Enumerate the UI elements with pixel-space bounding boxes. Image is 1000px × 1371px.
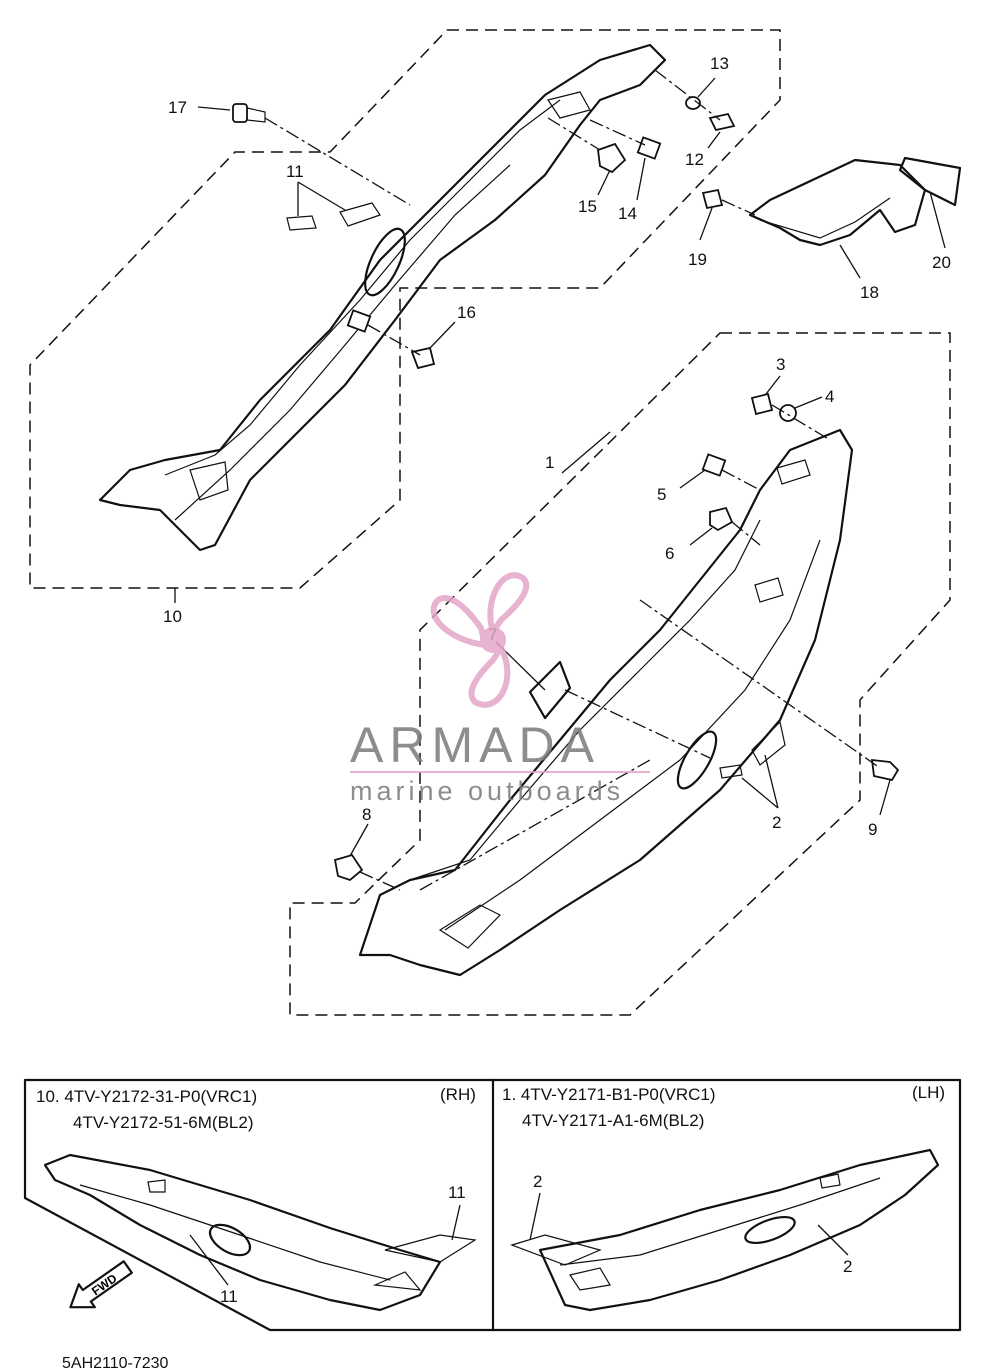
callout-14: 14 <box>618 204 637 223</box>
inset-panel: 10. 4TV-Y2172-31-P0(VRC1) 4TV-Y2172-51-6… <box>23 1078 962 1332</box>
callout-18: 18 <box>860 283 879 302</box>
leader-5 <box>721 469 761 491</box>
lh-leader-2-a <box>529 1192 541 1241</box>
lh-cover-sketch <box>510 1148 940 1312</box>
callout-5: 5 <box>657 485 666 504</box>
lh-label-2-a: 2 <box>533 1172 542 1191</box>
callout-9: 9 <box>868 820 877 839</box>
leader-19b <box>699 207 713 241</box>
leader-3b <box>765 375 781 395</box>
bolt-17 <box>232 103 266 123</box>
rh-leader-11-a <box>451 1204 461 1241</box>
leader-12 <box>654 69 721 121</box>
side-cover-left-1 <box>358 428 854 977</box>
assembly-boundary-10 <box>29 29 781 589</box>
nut-14 <box>636 136 662 160</box>
leader-17 <box>264 117 411 206</box>
label-11-upper <box>286 181 381 231</box>
rh-leader-11-b <box>189 1234 229 1286</box>
callout-13: 13 <box>710 54 729 73</box>
callout-2: 2 <box>772 813 781 832</box>
leader-12b <box>707 131 721 149</box>
leader-15b <box>597 169 611 196</box>
leader-5b <box>679 469 706 489</box>
leader-16 <box>367 324 421 356</box>
callout-1: 1 <box>545 453 554 472</box>
mount-line <box>564 689 711 759</box>
leader-19 <box>721 199 756 216</box>
lh-side-label: (LH) <box>912 1083 945 1102</box>
rh-label-11-b: 11 <box>220 1287 238 1306</box>
leader-9b <box>879 779 891 816</box>
leader-3 <box>771 404 831 441</box>
tail-cover-18 <box>748 158 927 247</box>
leader-13b <box>697 77 716 98</box>
watermark: ARMADA marine outboards <box>350 572 650 806</box>
bolt-3 <box>750 392 774 416</box>
callout-15: 15 <box>578 197 597 216</box>
rh-part-line1: 10. 4TV-Y2172-31-P0(VRC1) <box>36 1087 257 1106</box>
propeller-icon <box>430 572 530 708</box>
grommet-6 <box>709 506 734 532</box>
screw-12 <box>708 112 736 132</box>
rh-label-11-a: 11 <box>448 1183 466 1202</box>
leader-17b <box>197 106 231 111</box>
screw-19 <box>701 188 724 210</box>
callout-16: 16 <box>457 303 476 322</box>
mount-line-2 <box>419 759 651 891</box>
lh-part-line1: 1. 4TV-Y2171-B1-P0(VRC1) <box>502 1085 716 1104</box>
callout-19: 19 <box>688 250 707 269</box>
leader-14b <box>636 157 646 201</box>
lh-part-line2: 4TV-Y2171-A1-6M(BL2) <box>522 1111 704 1130</box>
leader-16b <box>429 321 456 349</box>
decal-20 <box>898 156 962 207</box>
callout-20: 20 <box>932 253 951 272</box>
rh-side-label: (RH) <box>440 1085 476 1104</box>
leader-18 <box>839 244 861 279</box>
nut-16 <box>346 309 436 370</box>
rh-cover-sketch <box>43 1153 477 1312</box>
leader-8 <box>359 871 401 891</box>
leader-4b <box>794 396 823 409</box>
washer-13 <box>685 96 701 110</box>
screw-9 <box>870 758 900 782</box>
nut-5 <box>701 453 727 477</box>
leader-1 <box>561 431 611 474</box>
callout-6: 6 <box>665 544 674 563</box>
leader-8b <box>349 823 369 857</box>
callout-3: 3 <box>776 355 785 374</box>
callout-11-upper: 11 <box>286 162 304 181</box>
lh-label-2-b: 2 <box>843 1257 852 1276</box>
leader-20 <box>929 191 946 249</box>
leader-6b <box>689 527 713 546</box>
grommet-8 <box>333 853 364 882</box>
callout-17: 17 <box>168 98 187 117</box>
diagram-code: 5AH2110-7230 <box>62 1355 169 1371</box>
callout-12: 12 <box>685 150 704 169</box>
side-cover-right-10 <box>98 43 667 552</box>
washer-4 <box>779 404 797 422</box>
leader-15 <box>547 117 601 151</box>
assembly-boundary-1 <box>289 332 951 1016</box>
callout-4: 4 <box>825 387 834 406</box>
leader-14 <box>589 119 646 146</box>
fwd-label: FWD <box>89 1271 120 1298</box>
label-2 <box>719 720 786 809</box>
watermark-brand: ARMADA <box>350 717 600 773</box>
rh-part-line2: 4TV-Y2172-51-6M(BL2) <box>73 1113 253 1132</box>
fwd-arrow-icon: FWD <box>69 1260 133 1309</box>
callout-10: 10 <box>163 607 182 626</box>
leader-6 <box>731 521 761 546</box>
watermark-tagline: marine outboards <box>350 776 624 806</box>
grommet-15 <box>597 142 627 174</box>
callout-labels: 17 11 13 12 15 14 19 18 20 16 3 4 1 5 6 … <box>163 54 951 839</box>
lh-leader-2-b <box>817 1224 849 1256</box>
leader-9 <box>639 599 881 769</box>
decal-7 <box>528 660 572 720</box>
callout-8: 8 <box>362 805 371 824</box>
